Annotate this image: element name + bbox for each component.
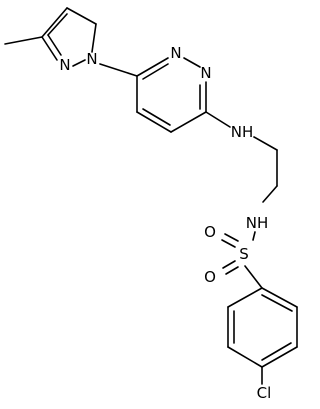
bond-pyridazine-c4-c5: [136, 111, 172, 133]
bond-benzene-c4-c5: [227, 346, 263, 368]
bond-benzene-c6-c1: [227, 287, 263, 308]
bond-pyrazole-n2-c3-inner: [47, 34, 62, 56]
bond-methyl: [4, 36, 43, 45]
bond-pyrazole-c3-c4-inner: [47, 13, 68, 36]
bond-benzene-c3-c4: [261, 346, 298, 368]
bond-c3-nh: [205, 111, 231, 128]
bond-s-o-upper-2: [221, 239, 236, 248]
bond-pyrazole-c5-n1: [91, 23, 97, 53]
chemical-structure-diagram: N N N N NH NH O S O Cl: [4, 7, 298, 402]
atom-s-sulfonyl: S: [239, 245, 249, 263]
atom-n-amine: NH: [231, 123, 254, 141]
atom-labels: N N N N NH NH O S O Cl: [59, 44, 271, 402]
bond-pyridazine-n1-n2: [183, 57, 201, 68]
atom-n-pyrazole-2: N: [59, 56, 70, 74]
bond-benzene-c1-c2: [261, 287, 298, 308]
atom-o-lower: O: [204, 268, 216, 286]
bond-pyridazine-c6-n1: [136, 57, 169, 77]
bond-pyridazine-c4-c5-inner: [142, 108, 171, 126]
bond-pyrazole-n1-n2: [72, 59, 86, 67]
bond-pyrazole-c4-c5: [66, 7, 97, 25]
bond-benzene-c1-c2-inner: [261, 294, 293, 312]
bond-pyrazole-pyridazine: [99, 63, 138, 77]
bond-nh-s: [252, 231, 256, 241]
bond-benzene-c3-c4-inner: [261, 342, 292, 361]
atom-n-pyridazine-2: N: [200, 64, 211, 82]
atom-o-upper: O: [204, 223, 216, 241]
bond-s-o-upper: [224, 233, 239, 242]
bond-s-aryl: [244, 265, 263, 289]
bond-pyridazine-c3-c4: [170, 111, 207, 133]
atom-n-sulfonamide: NH: [246, 214, 269, 232]
bond-nh-ch2: [253, 136, 278, 151]
bond-pyrazole-n2-c3: [41, 36, 58, 61]
bond-s-o-lower-2: [225, 266, 239, 275]
atom-n-pyridazine-1: N: [170, 44, 181, 62]
bond-pyrazole-c3-c4: [41, 7, 68, 38]
atom-cl: Cl: [257, 384, 272, 402]
atom-n-pyrazole-1: N: [86, 50, 97, 68]
bond-ch2-nh: [262, 185, 278, 203]
bond-lines: [4, 7, 298, 385]
bond-pyridazine-c6-n1-inner: [142, 63, 169, 80]
bond-s-o-lower: [222, 260, 236, 269]
